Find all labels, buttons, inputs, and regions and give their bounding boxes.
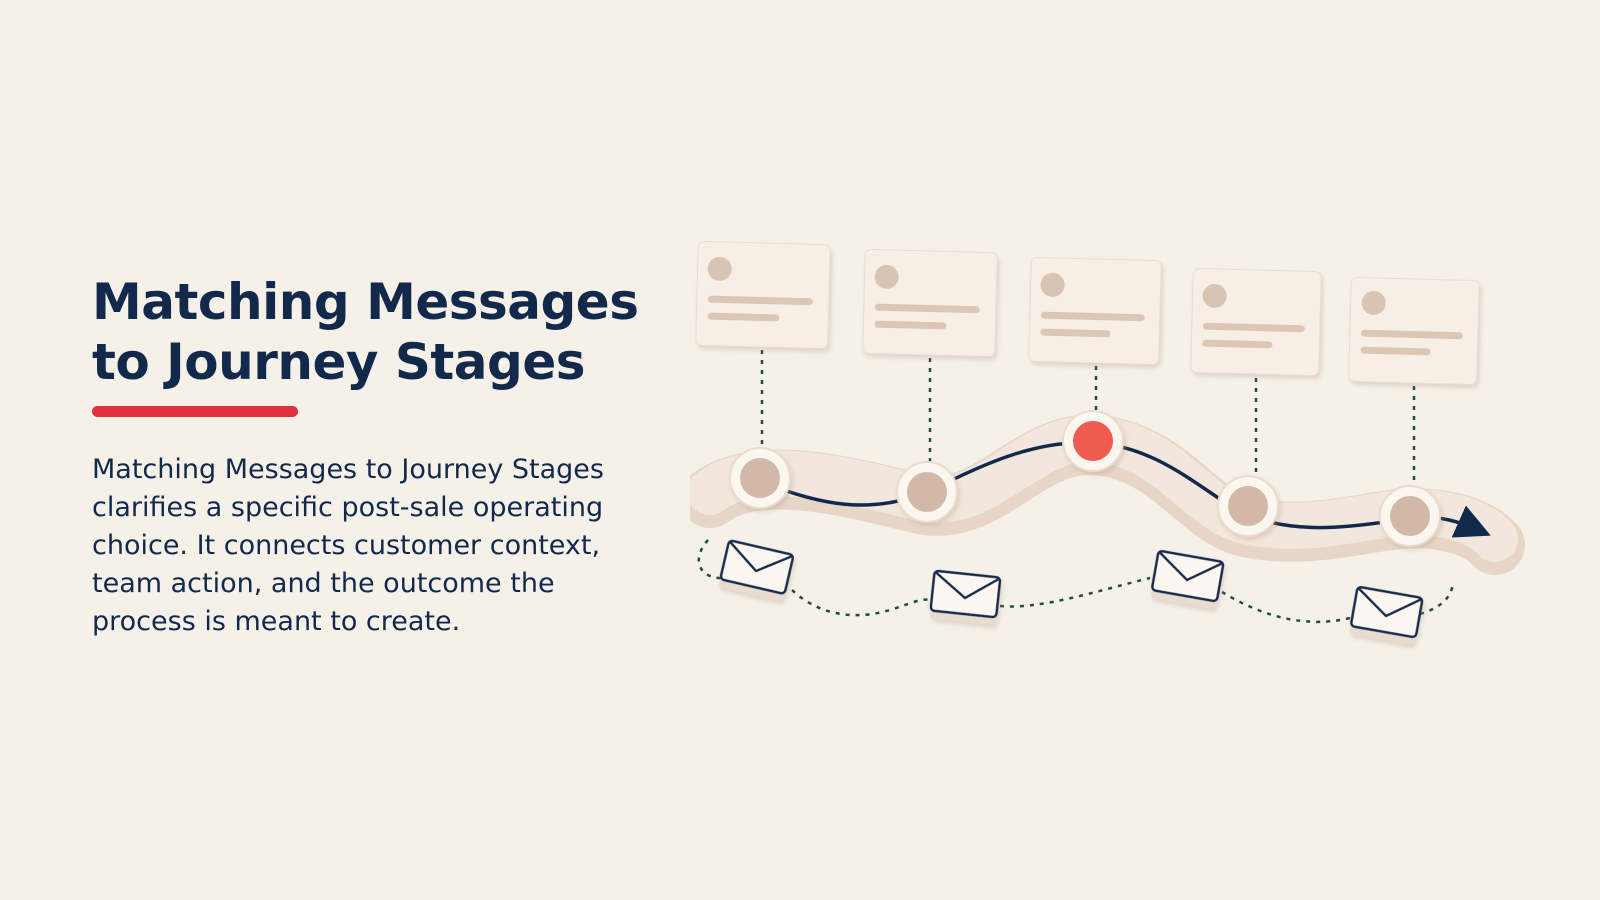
profile-card-icon [707, 256, 732, 281]
envelope-icon [1150, 550, 1225, 609]
stage-node-4 [1217, 475, 1279, 537]
title-underline [92, 406, 298, 417]
stage-card-1 [695, 240, 831, 350]
profile-card-icon [1361, 290, 1386, 315]
stage-card-3 [1028, 256, 1162, 366]
profile-card-icon [1040, 272, 1065, 297]
envelope-icon [1349, 586, 1424, 645]
stage-card-4 [1190, 267, 1322, 377]
slide-title: Matching Messages to Journey Stages [92, 273, 639, 391]
stage-card-2 [862, 248, 998, 358]
profile-card-icon [1202, 283, 1227, 308]
profile-card-icon [874, 264, 899, 289]
journey-stages-illustration [690, 240, 1525, 645]
slide-body-text: Matching Messages to Journey Stages clar… [92, 454, 604, 637]
stage-node-1 [729, 447, 791, 509]
card-connector-lines [760, 350, 1416, 490]
stage-node-2 [896, 461, 958, 523]
stage-node-3-active [1062, 410, 1124, 472]
stage-node-5 [1379, 485, 1441, 547]
envelope-icon [719, 539, 795, 602]
envelope-icon [929, 569, 1002, 625]
message-flow-dotted-path [697, 539, 1455, 624]
stage-card-5 [1348, 276, 1480, 386]
